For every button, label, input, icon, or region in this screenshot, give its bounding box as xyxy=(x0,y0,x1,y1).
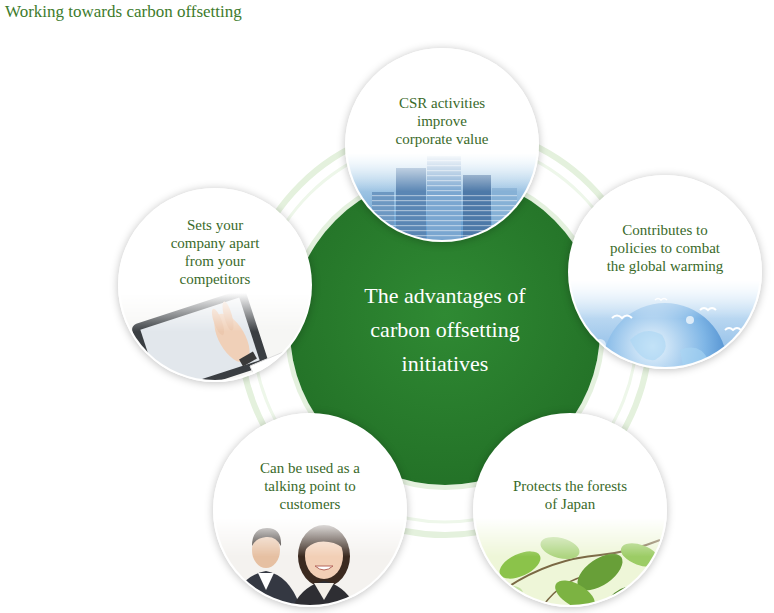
people-photo-part-part xyxy=(213,518,407,610)
people-photo-part-part xyxy=(252,528,281,546)
buildings-photo-part-part xyxy=(345,153,539,245)
benefit-text: Can be used as a talking point to custom… xyxy=(248,459,373,513)
leaves-photo-part-part xyxy=(538,533,582,563)
buildings-photo-part-part xyxy=(492,188,517,248)
page-title: Working towards carbon offsetting xyxy=(5,2,242,22)
tablet-photo-part-part xyxy=(118,293,312,385)
benefit-circle: Sets your company apart from your compet… xyxy=(118,188,312,382)
buildings-photo-part-part xyxy=(372,192,517,248)
leaves-photo-part xyxy=(473,518,667,613)
globe-photo-part-part xyxy=(594,339,606,351)
tablet-photo-part xyxy=(118,288,312,401)
globe-photo-part-part xyxy=(630,331,666,360)
people-photo-part-part xyxy=(305,531,343,550)
benefit-text: CSR activities improve corporate value xyxy=(387,94,497,148)
benefit-text: Sets your company apart from your compet… xyxy=(164,216,266,288)
tablet-photo-part-part xyxy=(220,300,235,331)
tablet-photo-part-part-part xyxy=(131,288,270,401)
buildings-photo xyxy=(345,153,539,248)
globe-photo-part-part xyxy=(603,303,727,427)
buildings-photo-part-part xyxy=(463,175,491,247)
globe-photo-part xyxy=(568,280,762,427)
leaves-photo-part-part xyxy=(486,583,525,607)
people-photo-part-part xyxy=(314,583,334,600)
people-photo-part-part xyxy=(228,571,302,613)
benefit-circle: Protects the forests of Japan xyxy=(473,413,667,607)
globe-photo-part-part xyxy=(612,316,632,319)
globe-photo-part-part xyxy=(727,347,743,363)
leaves-photo-part-part xyxy=(473,518,667,610)
benefit-circle: CSR activities improve corporate value xyxy=(345,48,539,242)
tablet-photo-part-part-part xyxy=(140,298,259,393)
leaves-photo-part-part xyxy=(490,540,660,600)
benefit-text: Protects the forests of Japan xyxy=(513,477,628,513)
globe-photo-part-part xyxy=(655,299,667,301)
people-photo-part-part xyxy=(258,573,274,590)
globe-photo-part-part xyxy=(680,348,708,374)
center-title: The advantages of carbon offsetting init… xyxy=(339,279,551,381)
people-photo-part-part xyxy=(298,525,350,587)
leaves-photo xyxy=(473,518,667,613)
buildings-photo-part-part xyxy=(427,156,461,248)
tablet-photo-part-part xyxy=(131,288,270,401)
people-photo-part-part xyxy=(290,581,358,613)
people-photo-part xyxy=(213,518,407,613)
benefit-text: Contributes to policies to combat the gl… xyxy=(604,221,726,275)
tablet-photo xyxy=(118,288,312,401)
globe-photo-part-part xyxy=(686,316,694,324)
people-photo xyxy=(213,518,407,613)
globe-photo xyxy=(568,280,762,427)
buildings-photo-part-part xyxy=(396,168,426,248)
tablet-photo-part-part xyxy=(209,307,226,336)
tablet-photo-part-part xyxy=(207,308,257,368)
tablet-photo-part-part xyxy=(239,352,257,367)
leaves-photo-part-part xyxy=(571,546,629,597)
leaves-photo-part-part xyxy=(600,582,639,613)
people-photo-part-part xyxy=(252,532,280,568)
leaves-photo-part-part xyxy=(495,546,544,585)
buildings-photo-part-part xyxy=(427,156,461,196)
leaves-photo-part-part xyxy=(540,575,590,610)
benefit-circle: Contributes to policies to combat the gl… xyxy=(568,175,762,369)
globe-photo-part-part xyxy=(700,308,716,310)
leaves-photo-part-part xyxy=(618,539,662,571)
people-photo-part-part xyxy=(305,533,343,579)
buildings-photo-part xyxy=(345,153,539,248)
benefit-circle: Can be used as a talking point to custom… xyxy=(213,413,407,607)
buildings-photo-part-part xyxy=(372,192,394,247)
tablet-photo-part-part xyxy=(250,345,312,385)
globe-photo-part-part xyxy=(568,280,762,372)
people-photo-part-part xyxy=(315,566,333,570)
leaves-photo-part-part xyxy=(550,574,599,613)
globe-photo-part-part xyxy=(725,328,741,330)
